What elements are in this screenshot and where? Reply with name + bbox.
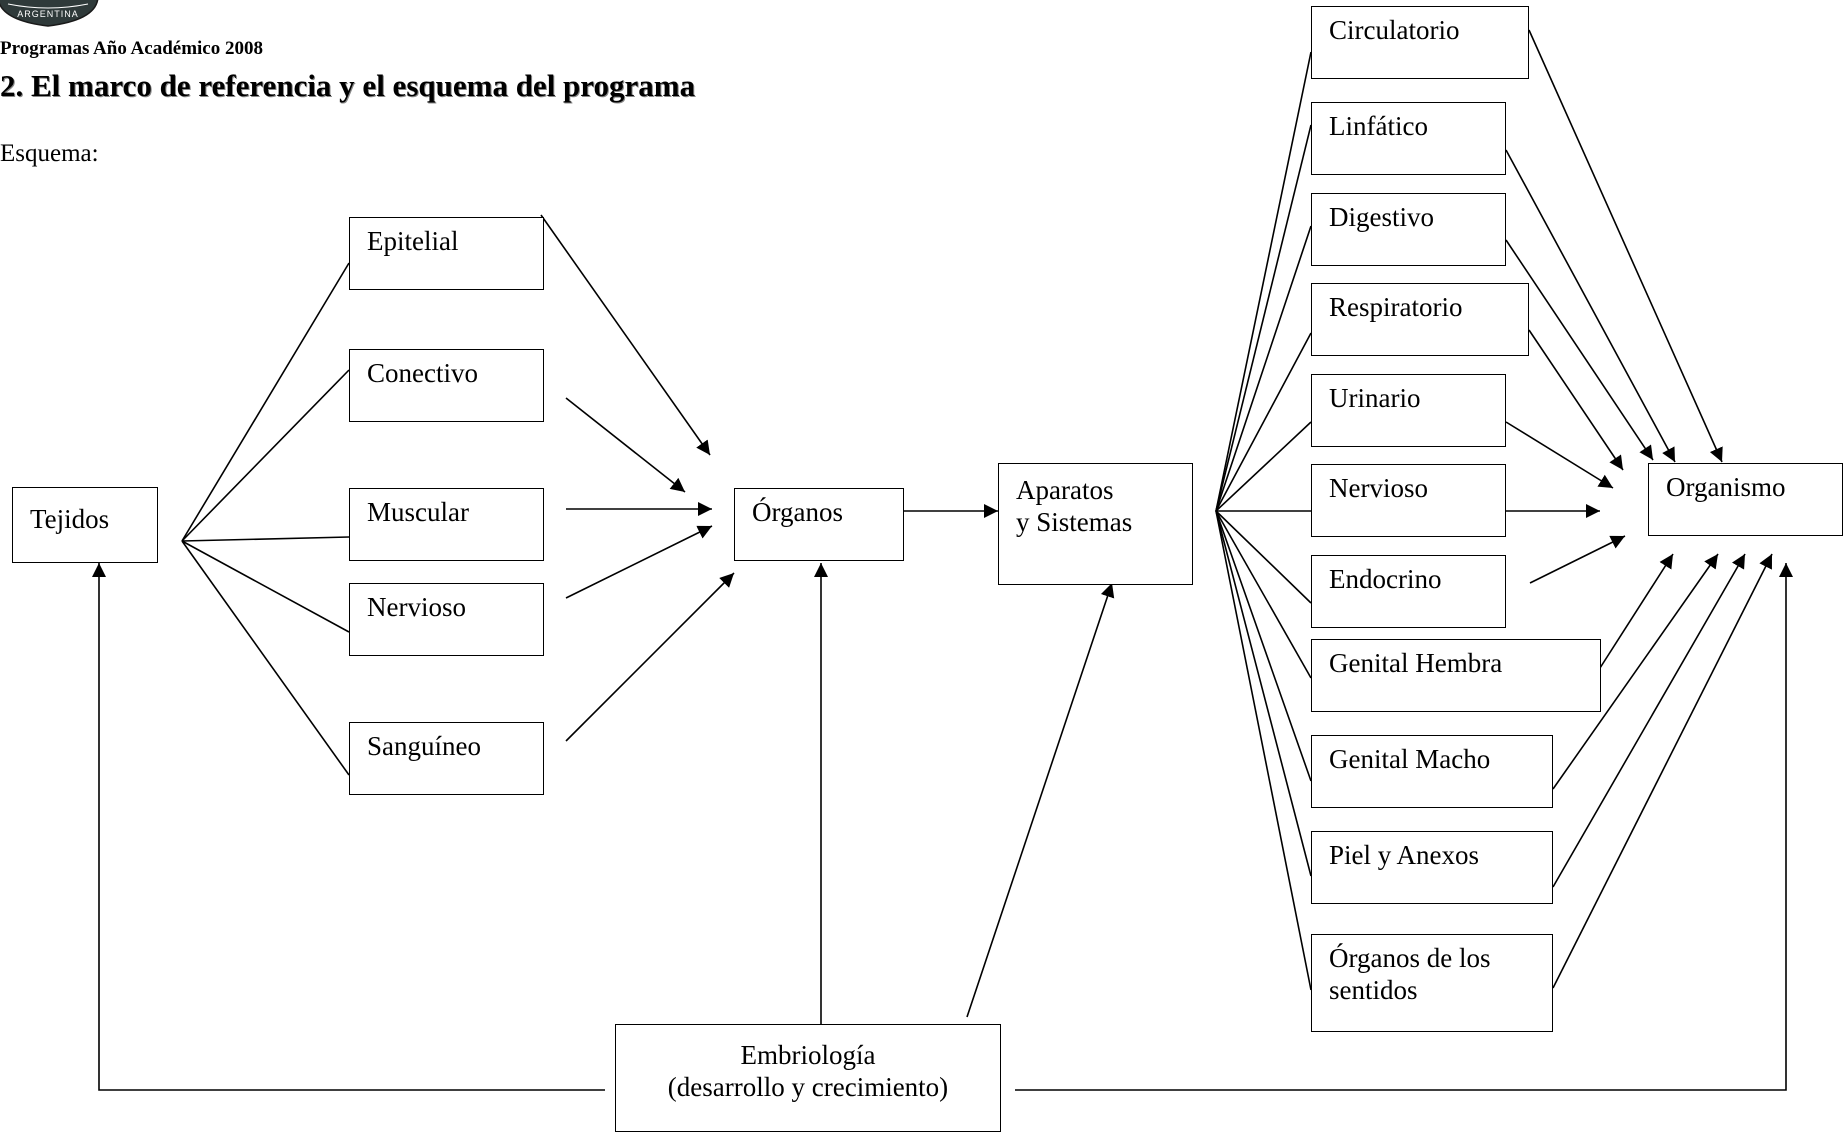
node-organos: Órganos — [734, 488, 904, 561]
senses-line-2: sentidos — [1329, 975, 1418, 1006]
node-nervioso-sistema: Nervioso — [1311, 464, 1506, 537]
node-organismo: Organismo — [1648, 463, 1843, 536]
senses-line-1: Órganos de los — [1329, 943, 1491, 973]
tissue-label: Epitelial — [367, 226, 459, 256]
system-label: Endocrino — [1329, 564, 1442, 594]
system-label: Piel y Anexos — [1329, 840, 1480, 870]
node-genital-hembra: Genital Hembra — [1311, 639, 1601, 712]
system-label: Nervioso — [1329, 473, 1428, 503]
apparatus-line-2: y Sistemas — [1016, 507, 1133, 538]
system-label: Urinario — [1329, 383, 1421, 413]
node-genital-macho: Genital Macho — [1311, 735, 1553, 808]
tissue-label: Conectivo — [367, 358, 478, 388]
node-organismo-label: Organismo — [1666, 472, 1786, 502]
node-aparatos-sistemas: Aparatos y Sistemas — [998, 463, 1193, 585]
system-label: Circulatorio — [1329, 15, 1460, 45]
program-title: Programas Año Académico 2008 — [0, 38, 263, 59]
node-embriologia: Embriología (desarrollo y crecimiento) — [615, 1024, 1001, 1132]
node-respiratorio: Respiratorio — [1311, 283, 1529, 356]
node-digestivo: Digestivo — [1311, 193, 1506, 266]
chapter-title: 2. El marco de referencia y el esquema d… — [0, 68, 696, 103]
node-endocrino: Endocrino — [1311, 555, 1506, 628]
node-nervioso-tejido: Nervioso — [349, 583, 544, 656]
system-label: Digestivo — [1329, 202, 1434, 232]
system-label: Genital Macho — [1329, 744, 1491, 774]
embryology-line-2: (desarrollo y crecimiento) — [667, 1072, 949, 1103]
node-linfatico: Linfático — [1311, 102, 1506, 175]
embryology-line-1: Embriología — [740, 1040, 876, 1070]
apparatus-line-1: Aparatos — [1016, 475, 1114, 505]
tissue-label: Nervioso — [367, 592, 466, 622]
node-organos-label: Órganos — [752, 497, 843, 527]
node-epitelial: Epitelial — [349, 217, 544, 290]
tissue-label: Muscular — [367, 497, 469, 527]
node-tejidos-label: Tejidos — [30, 504, 110, 534]
system-label: Linfático — [1329, 111, 1428, 141]
schema-label: Esquema: — [0, 140, 99, 167]
node-piel-anexos: Piel y Anexos — [1311, 831, 1553, 904]
node-circulatorio: Circulatorio — [1311, 6, 1529, 79]
node-organos-sentidos: Órganos de los sentidos — [1311, 934, 1553, 1032]
university-logo: ARGENTINA — [0, 0, 99, 27]
node-muscular: Muscular — [349, 488, 544, 561]
tissue-label: Sanguíneo — [367, 731, 481, 761]
system-label: Genital Hembra — [1329, 648, 1503, 678]
system-label: Respiratorio — [1329, 292, 1463, 322]
logo-text: ARGENTINA — [17, 9, 79, 19]
node-urinario: Urinario — [1311, 374, 1506, 447]
node-sanguineo: Sanguíneo — [349, 722, 544, 795]
node-conectivo: Conectivo — [349, 349, 544, 422]
node-tejidos: Tejidos — [12, 487, 158, 563]
